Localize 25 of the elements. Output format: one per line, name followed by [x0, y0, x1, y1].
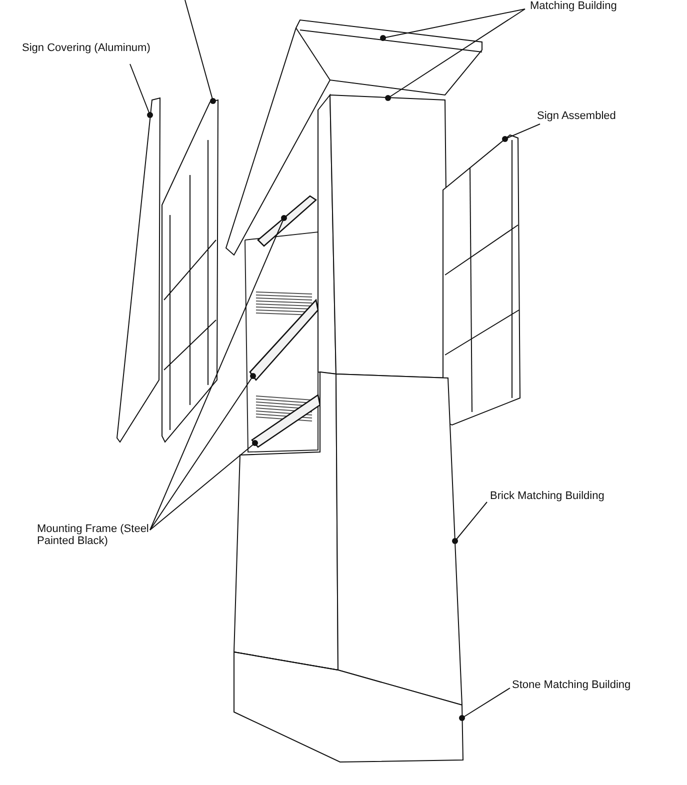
leader-line — [452, 502, 488, 544]
mounting-frame-bar — [257, 195, 318, 247]
brick-pillar-section — [233, 371, 463, 706]
part-label: Stone Matching Building — [512, 679, 652, 691]
pillar-upper-section — [318, 94, 448, 379]
leader-line — [459, 688, 510, 721]
leader-line — [150, 373, 256, 530]
leader-line — [380, 8, 526, 41]
part-label: Matching Building — [530, 0, 640, 12]
part-label: Sign Assembled — [537, 110, 647, 122]
leader-line — [150, 215, 287, 530]
part-label: Brick Matching Building — [490, 490, 630, 502]
mounting-frame-bar — [249, 298, 319, 382]
leader-line — [502, 124, 540, 142]
stone-base — [234, 651, 464, 762]
sign-cabinet-frame — [162, 99, 218, 443]
part-label: Sign Covering (Aluminum) — [22, 42, 152, 54]
leader-line — [150, 440, 258, 530]
sign-covering-panel — [116, 97, 160, 443]
leader-line — [130, 64, 153, 118]
assembled-sign-panel — [442, 134, 520, 426]
leader-line — [385, 8, 526, 101]
leader-line — [184, 0, 216, 104]
part-label: Mounting Frame (Steel Painted Black) — [37, 523, 157, 547]
mounting-frame-bar — [251, 394, 321, 448]
